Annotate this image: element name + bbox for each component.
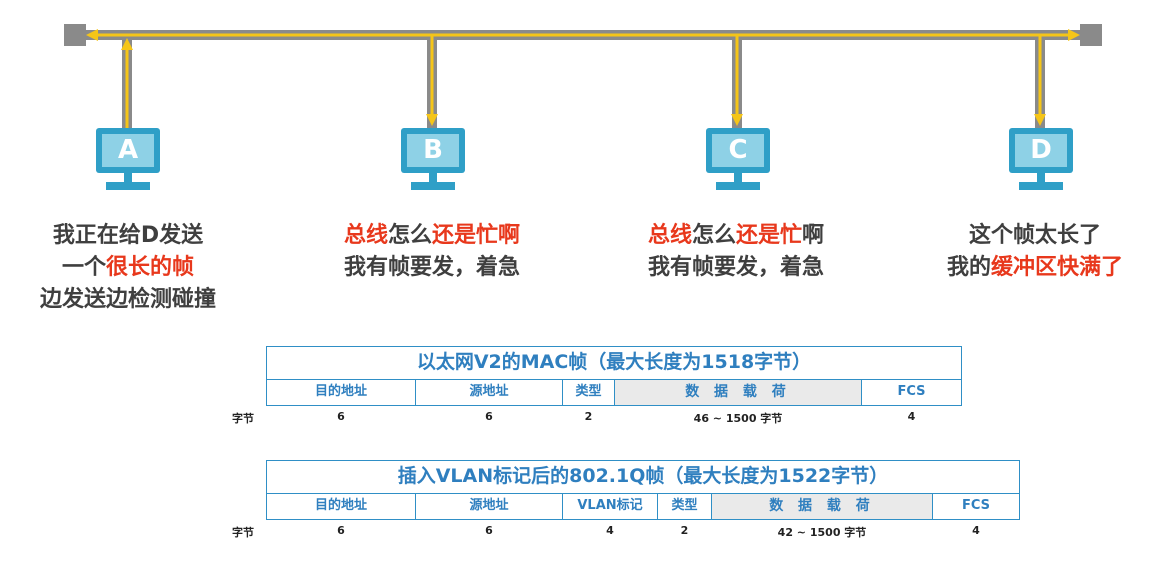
host-letter: A [117, 135, 139, 165]
bytes-fcs: 4 [907, 410, 916, 423]
caption-b-text: 啊 [498, 223, 521, 248]
signal-arrow-right-icon [1068, 29, 1080, 41]
signal-arrow-down-icon [1034, 114, 1046, 126]
host-d: D [1009, 128, 1073, 190]
field-payload: 数 据 载 荷 [614, 379, 862, 406]
host-letter: D [1030, 135, 1052, 165]
field-type: 类型 [562, 379, 615, 406]
bytes-fcs: 4 [972, 524, 980, 537]
caption-a: 我正在给D发送 一个很长的帧 边发送边检测碰撞 [0, 220, 256, 316]
bytes-dest: 6 [337, 524, 345, 537]
caption-b-line2: 我有帧要发，着急 [343, 255, 520, 280]
bytes-payload: 42 ~ 1500 字节 [777, 526, 867, 539]
monitor-icon [706, 128, 770, 173]
caption-c-text: 啊 [802, 223, 825, 248]
field-dest-address: 目的地址 [266, 379, 416, 406]
caption-b-highlight: 还是忙 [432, 223, 499, 248]
field-src-address: 源地址 [415, 379, 563, 406]
caption-d: 这个帧太长了 我的缓冲区快满了 [900, 220, 1166, 284]
caption-a-line2: 一个 [61, 255, 106, 280]
caption-c-highlight: 总线 [647, 223, 692, 248]
field-dest-address: 目的地址 [266, 493, 416, 520]
caption-a-line1: 我正在给D发送 [52, 223, 204, 248]
signal-arrow-down-icon [731, 114, 743, 126]
caption-a-highlight: 很长的帧 [106, 255, 195, 280]
monitor-icon [401, 128, 465, 173]
frame-title: 插入VLAN标记后的802.1Q帧（最大长度为1522字节） [266, 460, 1020, 494]
frame-title: 以太网V2的MAC帧（最大长度为1518字节） [266, 346, 962, 380]
caption-c: 总线怎么还是忙啊 我有帧要发，着急 [604, 220, 868, 284]
field-payload: 数 据 载 荷 [711, 493, 933, 520]
caption-c-line2: 我有帧要发，着急 [647, 255, 824, 280]
host-a: A [96, 128, 160, 190]
bus-terminator-left [64, 24, 86, 46]
bus-diagram [64, 24, 1102, 130]
signal-arrow-up-icon [121, 38, 133, 50]
signal-arrow-left-icon [86, 29, 98, 41]
host-letter: C [728, 135, 748, 165]
bytes-src: 6 [485, 524, 493, 537]
caption-d-highlight: 缓冲区快满了 [991, 255, 1124, 280]
bytes-payload: 46 ~ 1500 字节 [693, 412, 783, 425]
caption-c-text: 怎么 [691, 223, 736, 248]
caption-b: 总线怎么还是忙啊 我有帧要发，着急 [300, 220, 564, 284]
host-letter: B [423, 135, 443, 165]
monitor-icon [1009, 128, 1073, 173]
bytes-src: 6 [485, 410, 493, 423]
field-fcs: FCS [932, 493, 1020, 520]
caption-a-line3: 边发送边检测碰撞 [39, 287, 216, 312]
field-type: 类型 [657, 493, 712, 520]
caption-d-line1: 这个帧太长了 [968, 223, 1101, 248]
host-b: B [401, 128, 465, 190]
caption-c-highlight: 还是忙 [736, 223, 803, 248]
monitor-icon [96, 128, 160, 173]
bytes-vlan: 4 [606, 524, 614, 537]
field-vlan-tag: VLAN标记 [562, 493, 658, 520]
bytes-dest: 6 [337, 410, 345, 423]
bytes-label: 字节 [232, 526, 254, 539]
caption-b-highlight: 总线 [343, 223, 388, 248]
bytes-label: 字节 [232, 412, 254, 425]
bytes-type: 2 [584, 410, 593, 423]
bus-terminator-right [1080, 24, 1102, 46]
host-c: C [706, 128, 770, 190]
signal-arrow-down-icon [426, 114, 438, 126]
caption-b-text: 怎么 [387, 223, 432, 248]
caption-d-line2: 我的 [946, 255, 991, 280]
field-fcs: FCS [861, 379, 962, 406]
field-src-address: 源地址 [415, 493, 563, 520]
bytes-type: 2 [680, 524, 689, 537]
